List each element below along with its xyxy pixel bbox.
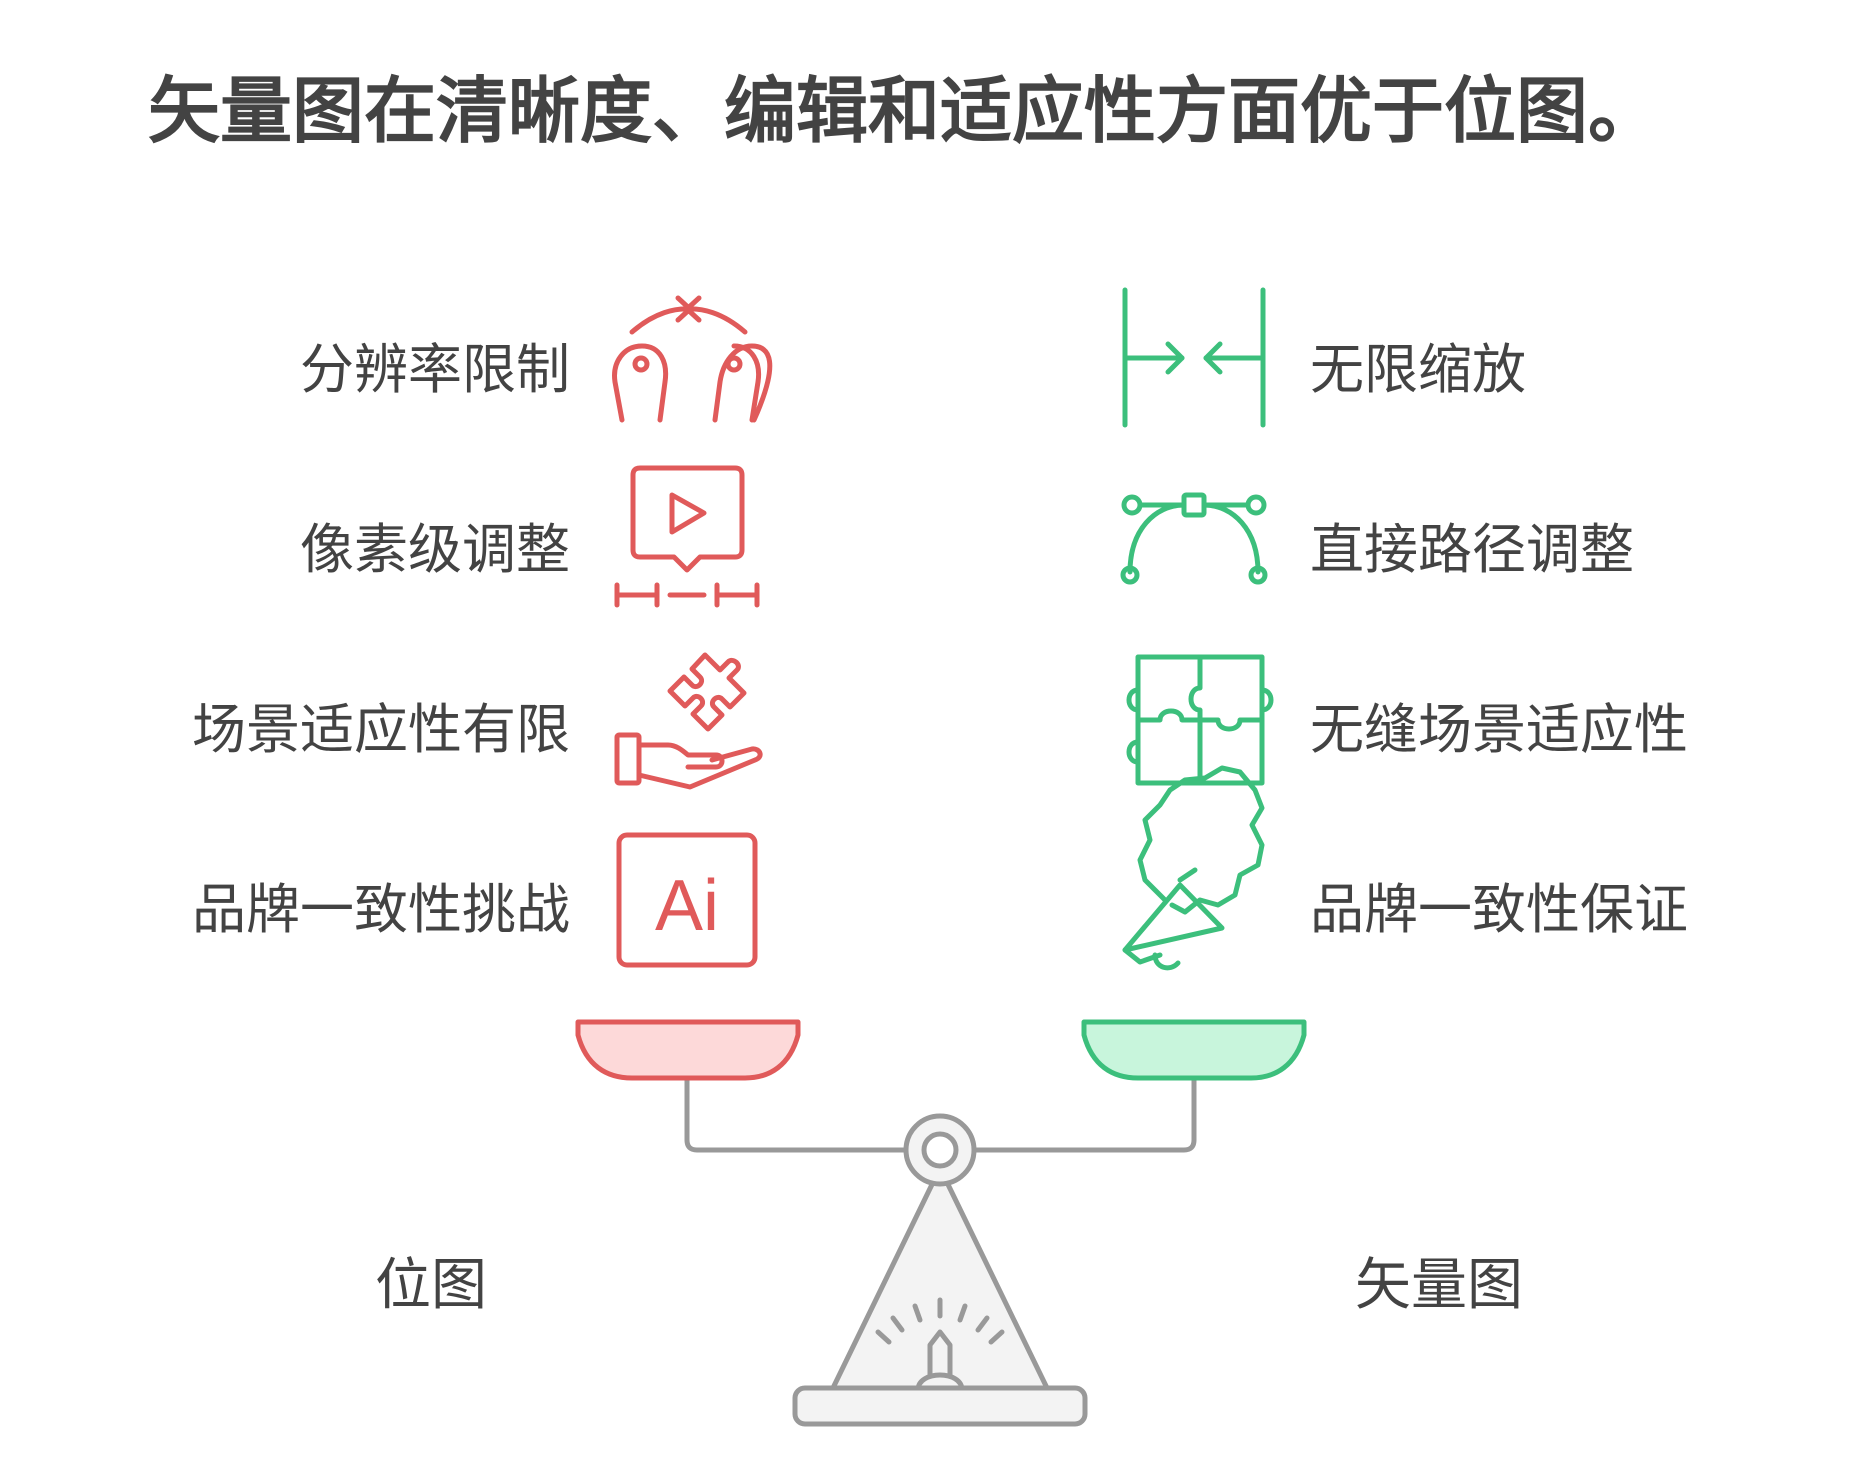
balance-scale-icon: [575, 1019, 1307, 1427]
right-item-label-3: 无缝场景适应性: [1310, 698, 1688, 761]
bezier-curve-icon: [1120, 492, 1268, 585]
hand-puzzle-icon: [614, 652, 763, 790]
left-item-label-1: 分辨率限制: [300, 338, 570, 401]
adobe-illustrator-icon: Ai: [616, 832, 758, 968]
left-item-label-3: 场景适应性有限: [192, 698, 570, 761]
right-item-label-4: 品牌一致性保证: [1310, 878, 1688, 941]
vector-pan: [1081, 1019, 1307, 1081]
puzzle-grid-icon: [1126, 654, 1274, 786]
megaphone-badge-icon: [1122, 765, 1265, 971]
left-item-label-2: 像素级调整: [300, 518, 570, 581]
video-frame-icon: [614, 465, 760, 608]
bitmap-side-label: 位图: [375, 1253, 487, 1318]
adobe-illustrator-icon-text: Ai: [655, 866, 719, 946]
vector-side-label: 矢量图: [1355, 1253, 1523, 1318]
right-item-label-1: 无限缩放: [1310, 338, 1526, 401]
page-title: 矢量图在清晰度、编辑和适应性方面优于位图。: [148, 69, 1661, 153]
left-item-label-4: 品牌一致性挑战: [192, 878, 570, 941]
scale-arrows-icon: [1122, 287, 1266, 428]
pinch-fingers-icon: [612, 295, 773, 423]
right-item-label-2: 直接路径调整: [1310, 518, 1634, 581]
bitmap-pan: [575, 1019, 801, 1081]
